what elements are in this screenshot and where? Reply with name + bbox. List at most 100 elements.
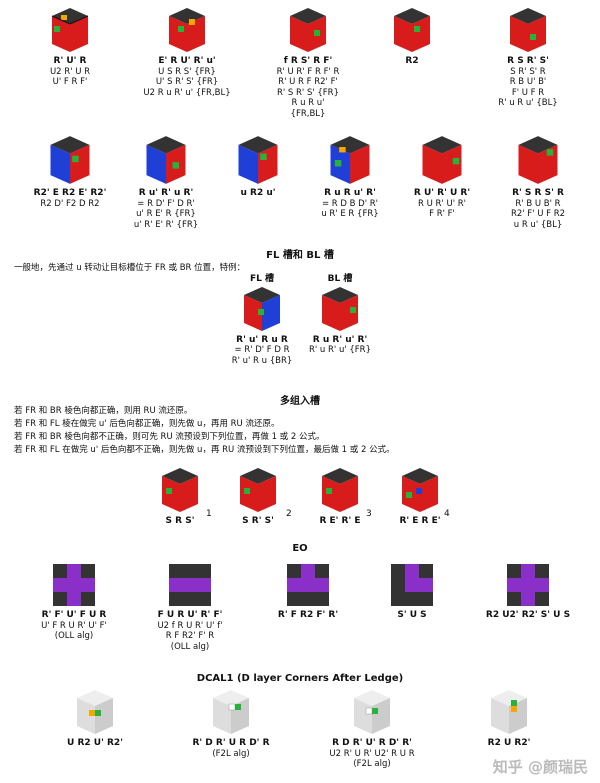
top-face-icon [169, 564, 211, 606]
case-main: S R S' [165, 516, 195, 526]
case-number: 3 [366, 509, 372, 519]
case-eo-2: F U R U' R' F' U2 f R U R' U' f' R F R2'… [140, 560, 240, 652]
cube-icon [491, 690, 527, 734]
case-main: R u R u' R' [324, 188, 376, 198]
case-main: R' U' R [53, 56, 87, 66]
cube-icon [240, 468, 276, 512]
cube-icon [77, 690, 113, 734]
case-r2-5: R U' R' U R' R U R' U' R' F R' F' [392, 134, 492, 220]
cube-icon [422, 136, 462, 184]
case-number: 1 [206, 509, 212, 519]
top-face-icon [507, 564, 549, 606]
cube-icon [290, 8, 326, 52]
case-number: 4 [444, 509, 450, 519]
cube-icon [238, 136, 278, 184]
case-main: R E' R' E [319, 516, 361, 526]
case-alt: (F2L alg) [212, 748, 250, 759]
case-number: 2 [286, 509, 292, 519]
case-alt: S R' S' R [510, 66, 546, 77]
case-alt: R' u R' u' {FR} [308, 345, 371, 355]
cube-icon [50, 136, 90, 184]
case-alt: U' S R' S' {FR} [155, 77, 219, 87]
case-r1-1: R' U' R U2 R' U R U' F R F' [30, 6, 110, 88]
case-main: R' F' U' F U R [41, 610, 107, 620]
cube-icon [162, 468, 198, 512]
cube-icon [244, 286, 280, 331]
case-main: R' F R2 F' R' [277, 610, 339, 620]
watermark: 知乎 @颜瑞民 [492, 758, 588, 776]
case-main: R u R' u' R' [312, 334, 368, 345]
case-alt: R u R u' [291, 98, 325, 108]
case-alt: U2 R' U R [49, 66, 91, 77]
top-face-icon [287, 564, 329, 606]
case-dcal-2: R' D R' U R D' R (F2L alg) [186, 688, 276, 759]
case-main: R' E R E' [399, 516, 441, 526]
case-multi-1: S R S' [140, 466, 220, 527]
case-alt: F R' F' [429, 209, 455, 219]
case-alt: R' u' R u {BR} [231, 355, 293, 366]
case-main: R' S R S' R [512, 188, 564, 198]
case-alt: U2 R' U R' U2' R U R [329, 748, 415, 759]
case-main: f R S' R F' [283, 56, 333, 66]
case-alt: (OLL alg) [54, 631, 94, 641]
case-dcal-1: U R2 U' R2' [50, 688, 140, 749]
case-label: FL 槽 [249, 274, 275, 284]
section-title-eo: EO [292, 543, 308, 554]
case-eo-1: R' F' U' F U R U' F R U R' U' F' (OLL al… [24, 560, 124, 642]
case-alt: u R u' {BL} [513, 219, 563, 230]
case-main: R S R' S' [507, 56, 549, 66]
case-multi-4: R' E R E' [380, 466, 460, 527]
cube-icon [518, 136, 558, 184]
case-multi-2: S R' S' [218, 466, 298, 527]
case-label: BL 槽 [327, 274, 353, 284]
case-main: R2 U R2' [487, 738, 531, 748]
case-alt: R U R' U' R' [418, 198, 466, 209]
cube-icon [330, 136, 370, 184]
case-r2-6: R' S R S' R R' B U B' R R2' F' U F R2 u … [488, 134, 588, 230]
case-r1-4: R2 [372, 6, 452, 67]
case-alt: R2 D' F2 D R2 [40, 198, 100, 209]
cube-icon [322, 468, 358, 512]
cube-icon [394, 8, 430, 52]
cube-icon [146, 136, 186, 184]
case-r2-4: R u R u' R' = R D B D' R' u R' E R {FR} [300, 134, 400, 220]
case-main: U R2 U' R2' [67, 738, 123, 748]
case-alt: = R D B D' R' [321, 198, 379, 209]
cube-icon [169, 8, 205, 52]
case-r1-3: f R S' R F' R' U R' F R F' R R' U R F R2… [258, 6, 358, 119]
case-main: R u' R' u R' [138, 188, 194, 198]
multi-line-4: 若 FR 和 FL 在做完 u' 后色向都不正确，则先做 u，再 RU 流预设到… [14, 445, 395, 455]
case-main: R D R' U' R D' R' [332, 738, 412, 748]
case-main: E' R U' R' u' [158, 56, 216, 66]
case-alt: U' F R F' [52, 77, 88, 87]
case-alt: R B U' B' [509, 77, 547, 87]
multi-line-3: 若 FR 和 BR 棱色向都不正确，则可先 RU 流预设到下列位置，再做 1 或… [14, 432, 325, 442]
case-main: R2 [405, 56, 419, 66]
case-alt: U' F R U R' U' F' [41, 620, 107, 631]
case-alt: (F2L alg) [353, 759, 391, 769]
case-alt: R2' F' U F R2 [510, 209, 566, 219]
case-alt: U2 R u R' u' {FR,BL} [143, 87, 231, 98]
case-alt: = R D' F' D R' [137, 198, 195, 209]
case-main: R' u' R u R [236, 334, 288, 345]
cube-icon [510, 8, 546, 52]
case-eo-3: R' F R2 F' R' [258, 560, 358, 621]
case-main: u R2 u' [240, 188, 276, 198]
case-dcal-4: R2 U R2' [464, 688, 554, 749]
multi-line-1: 若 FR 和 BR 棱色向都正确，则用 RU 流还原。 [14, 406, 193, 416]
cube-icon [354, 690, 390, 734]
fl-intro: 一般地，先通过 u 转动让目标槽位于 FR 或 BR 位置，特例： [14, 263, 246, 273]
case-eo-5: R2 U2' R2' S' U S [468, 560, 588, 621]
case-main: R2 U2' R2' S' U S [485, 610, 571, 620]
case-main: S' U S [397, 610, 427, 620]
case-alt: U2 f R U R' U' f' [157, 620, 223, 631]
case-alt: u R' E R {FR} [321, 209, 379, 219]
cube-icon [322, 286, 358, 331]
case-bl: BL 槽 R u R' u' R' R' u R' u' {FR} [300, 274, 380, 356]
case-alt: {FR,BL} [290, 108, 326, 119]
case-main: S R' S' [242, 516, 274, 526]
case-main: F U R U' R' F' [157, 610, 223, 620]
case-alt: u' R E' R {FR} [136, 209, 196, 219]
cube-icon [213, 690, 249, 734]
case-eo-4: S' U S [362, 560, 462, 621]
